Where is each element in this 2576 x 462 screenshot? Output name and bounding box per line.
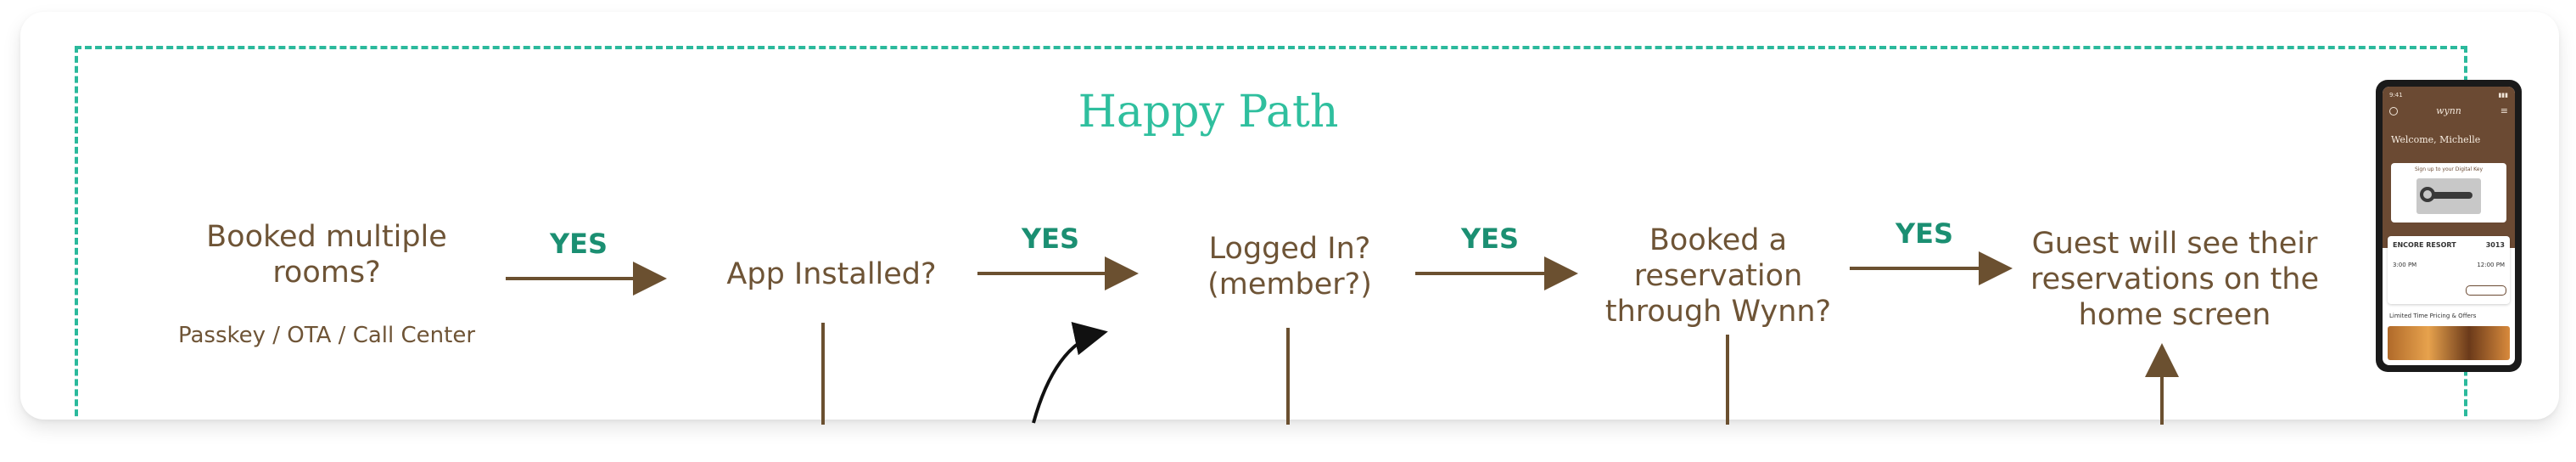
- phone-screen: 9:41 ▮▮▮ wynn ≡ Welcome, Michelle Sign u…: [2383, 87, 2515, 365]
- node-booked-res-line1: Booked a: [1649, 223, 1788, 257]
- diagram-title: Happy Path: [1078, 87, 1339, 138]
- node-booked-multiple-line1: Booked multiple: [206, 220, 447, 254]
- node-app-installed: App Installed?: [726, 257, 937, 291]
- offers-photo: [2388, 326, 2510, 360]
- node-booked-res-line3: through Wynn?: [1604, 295, 1832, 329]
- yes-label-2: YES: [1021, 223, 1080, 255]
- reservation-checkin: 3:00 PM: [2393, 262, 2417, 268]
- key-card-image: [2416, 178, 2481, 214]
- phone-screenshot: 9:41 ▮▮▮ wynn ≡ Welcome, Michelle Sign u…: [2376, 80, 2522, 372]
- key-icon: [2423, 192, 2472, 199]
- phone-status-time: 9:41: [2389, 92, 2403, 99]
- reservation-button: [2466, 285, 2506, 296]
- node-guest-line3: home screen: [2078, 298, 2271, 332]
- node-guest-line1: Guest will see their: [2031, 227, 2318, 261]
- yes-label-3: YES: [1460, 223, 1520, 255]
- search-icon: [2389, 107, 2398, 116]
- digital-key-signup: Sign up to your Digital Key: [2414, 166, 2484, 172]
- yes-label-1: YES: [549, 228, 608, 260]
- reservation-card: ENCORE RESORT 3013 3:00 PM 12:00 PM: [2388, 236, 2510, 304]
- reservation-room: 3013: [2485, 241, 2505, 249]
- reservation-resort: ENCORE RESORT: [2393, 241, 2456, 249]
- phone-logo: wynn: [2436, 105, 2461, 116]
- key-head: [2420, 187, 2435, 202]
- curved-arrow: [1032, 322, 1108, 424]
- pricing-offers-label: Limited Time Pricing & Offers: [2389, 313, 2477, 319]
- node-booked-reservation: Booked a reservation through Wynn?: [1587, 223, 1850, 330]
- node-guest-line2: reservations on the: [2030, 262, 2320, 296]
- menu-icon: ≡: [2500, 105, 2508, 116]
- node-logged-in-line2: (member?): [1207, 268, 1372, 301]
- phone-status-icons: ▮▮▮: [2498, 92, 2508, 99]
- digital-key-card: Sign up to your Digital Key: [2391, 163, 2506, 223]
- node-guest-home: Guest will see their reservations on the…: [2018, 226, 2332, 333]
- node-booked-multiple-line2: rooms?: [272, 256, 381, 290]
- phone-welcome: Welcome, Michelle: [2391, 134, 2481, 145]
- node-booked-res-line2: reservation: [1633, 259, 1803, 293]
- node-logged-in: Logged In? (member?): [1171, 231, 1408, 302]
- yes-label-4: YES: [1895, 217, 1954, 250]
- node-logged-in-line1: Logged In?: [1208, 232, 1371, 266]
- node-booked-multiple: Booked multiple rooms?: [178, 219, 475, 290]
- reservation-checkout: 12:00 PM: [2477, 262, 2505, 268]
- node-booked-multiple-note: Passkey / OTA / Call Center: [177, 323, 476, 348]
